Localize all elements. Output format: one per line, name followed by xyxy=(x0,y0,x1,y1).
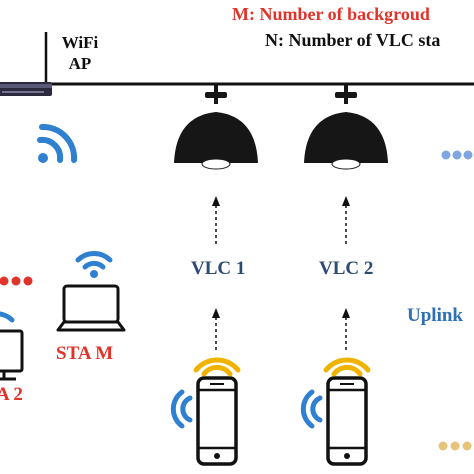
phone-vlc-signal-icon xyxy=(170,357,241,429)
phone-vlc-signal-icon xyxy=(300,357,371,429)
wifi-router-icon xyxy=(0,32,52,96)
smartphone-icon xyxy=(326,376,368,466)
uplink-arrow-icon xyxy=(212,196,220,244)
ellipsis-dots-icon xyxy=(441,150,473,160)
wifi-ap-label: WiFi AP xyxy=(52,32,108,74)
uplink-arrow-icon xyxy=(342,196,350,244)
station-label: A 2 xyxy=(0,384,23,405)
uplink-label: Uplink xyxy=(407,305,463,326)
legend-background-stations: M: Number of backgroud xyxy=(232,4,430,24)
monitor-wifi-signal-icon xyxy=(0,311,15,323)
station-label: STA M xyxy=(56,343,114,364)
laptop-wifi-signal-icon xyxy=(75,251,113,278)
legend-vlc-stations: N: Number of VLC sta xyxy=(265,30,441,50)
ceiling-lamp-icon xyxy=(304,84,388,170)
vlc-link-label: VLC 2 xyxy=(319,258,374,279)
ceiling-lamp-icon xyxy=(174,84,258,170)
ellipsis-dots-icon xyxy=(438,441,472,451)
wifi-ap-label-line1: WiFi xyxy=(61,33,99,52)
uplink-arrow-icon xyxy=(342,308,350,350)
laptop-icon xyxy=(56,284,126,332)
uplink-arrow-icon xyxy=(212,308,220,350)
smartphone-icon xyxy=(196,376,238,466)
ap-wifi-signal-icon xyxy=(37,123,78,163)
vlc-link-label: VLC 1 xyxy=(191,258,246,279)
wifi-ap-label-line2: AP xyxy=(68,54,92,73)
ellipsis-dots-icon xyxy=(0,276,33,286)
desktop-monitor-icon xyxy=(0,329,24,381)
